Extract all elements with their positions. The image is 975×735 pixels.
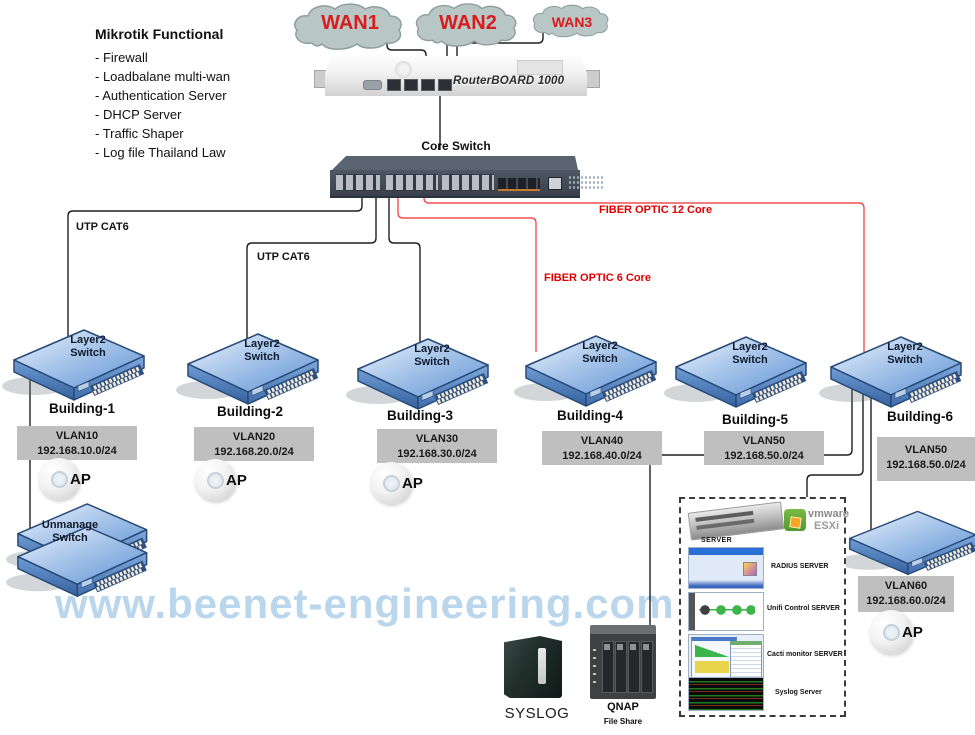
fiber-12core-label: FIBER OPTIC 12 Core xyxy=(599,204,713,216)
unifi-controller-label: Unifi Control SERVER xyxy=(767,605,840,612)
radius-server-thumbnail xyxy=(688,547,764,589)
core-switch xyxy=(330,170,604,198)
wan2-cloud-icon: WAN2 xyxy=(412,1,524,47)
mikrotik-logo-icon xyxy=(395,61,412,78)
core-switch-label: Core Switch xyxy=(421,139,491,153)
vmware-brand: vmware xyxy=(808,508,849,520)
esxi-server-panel: vmware ESXi SERVER RADIUS SERVER Unifi C… xyxy=(679,497,849,717)
syslog-nas-device xyxy=(504,636,562,698)
mikrotik-notes: Mikrotik Functional - Firewall - Loadbal… xyxy=(95,26,325,162)
wan1-label: WAN1 xyxy=(321,11,379,34)
watermark: www.beenet-engineering.com xyxy=(55,580,675,627)
qnap-nas-device xyxy=(590,625,656,699)
notes-item: - Log file Thailand Law xyxy=(95,145,226,160)
access-point-icon xyxy=(869,610,913,654)
ap-label: AP xyxy=(902,624,923,641)
notes-item: - Loadbalane multi-wan xyxy=(95,69,231,84)
led-matrix xyxy=(568,175,604,191)
cacti-monitor-label: Cacti monitor SERVER xyxy=(767,651,843,658)
radius-server-label: RADIUS SERVER xyxy=(771,563,829,570)
ethernet-port-icon xyxy=(438,79,452,91)
ap-label: AP xyxy=(226,472,247,489)
rack-server-image xyxy=(687,501,785,541)
notes-item: - Traffic Shaper xyxy=(95,126,184,141)
console-port xyxy=(548,177,562,190)
drive-bay xyxy=(641,641,653,693)
wan2-label: WAN2 xyxy=(439,11,497,34)
building6-name: Building-6 xyxy=(887,409,953,424)
building1-name: Building-1 xyxy=(49,401,115,416)
cloud-shape xyxy=(294,3,402,50)
cloud-shape xyxy=(532,4,609,38)
notes-item: - DHCP Server xyxy=(95,107,182,122)
notes-title: Mikrotik Functional xyxy=(95,26,224,42)
drive-bay xyxy=(628,641,640,693)
cloud-shape xyxy=(415,3,517,47)
ap-label: AP xyxy=(402,475,423,492)
vmware-box-icon xyxy=(784,509,806,531)
access-point-icon xyxy=(38,458,80,500)
core-switch-top xyxy=(332,156,578,170)
access-point-icon xyxy=(370,462,412,504)
port-group xyxy=(386,174,438,191)
utp-cat6-label-left: UTP CAT6 xyxy=(76,221,129,233)
notes-item: - Authentication Server xyxy=(95,88,227,103)
ethernet-port-icon xyxy=(404,79,418,91)
port-group xyxy=(442,174,494,191)
drive-bay xyxy=(615,641,627,693)
mikrotik-router: RouterBOARD 1000 xyxy=(325,56,587,96)
server-caption: SERVER xyxy=(701,537,733,544)
drive-bay xyxy=(602,641,614,693)
syslog-device-label: SYSLOG xyxy=(504,705,570,722)
fiber-6core-label: FIBER OPTIC 6 Core xyxy=(544,272,651,284)
ethernet-port-icon xyxy=(421,79,435,91)
access-point-icon xyxy=(194,459,236,501)
syslog-server-thumbnail xyxy=(688,677,764,711)
wan3-label: WAN3 xyxy=(551,14,593,30)
ethernet-port-icon xyxy=(387,79,401,91)
utp-cat6-label-mid: UTP CAT6 xyxy=(257,251,310,263)
wan1-cloud-icon: WAN1 xyxy=(290,1,410,50)
fiber-cables xyxy=(397,190,865,352)
sfp-ports xyxy=(498,178,540,191)
qnap-sub-label: File Share xyxy=(603,717,643,726)
syslog-server-label: Syslog Server xyxy=(775,689,822,696)
qnap-label: QNAP xyxy=(607,701,639,713)
building5-name: Building-5 xyxy=(722,412,788,427)
building3-name: Building-3 xyxy=(387,408,453,423)
router-model-label: RouterBOARD 1000 xyxy=(453,75,565,87)
serial-port-icon xyxy=(363,80,382,90)
vlan60-switch xyxy=(838,511,975,574)
esxi-product: ESXi xyxy=(814,520,840,532)
unifi-controller-thumbnail xyxy=(688,592,764,631)
vmware-esxi-logo: vmware ESXi xyxy=(784,507,849,537)
router-vent xyxy=(517,60,563,75)
cacti-monitor-thumbnail xyxy=(688,634,764,684)
wan3-cloud-icon: WAN3 xyxy=(530,3,614,41)
building2-name: Building-2 xyxy=(217,404,283,419)
port-group xyxy=(336,174,380,191)
utp-cables xyxy=(29,28,872,640)
notes-item: - Firewall xyxy=(95,50,148,65)
ap-label: AP xyxy=(70,471,91,488)
building4-name: Building-4 xyxy=(557,408,623,423)
